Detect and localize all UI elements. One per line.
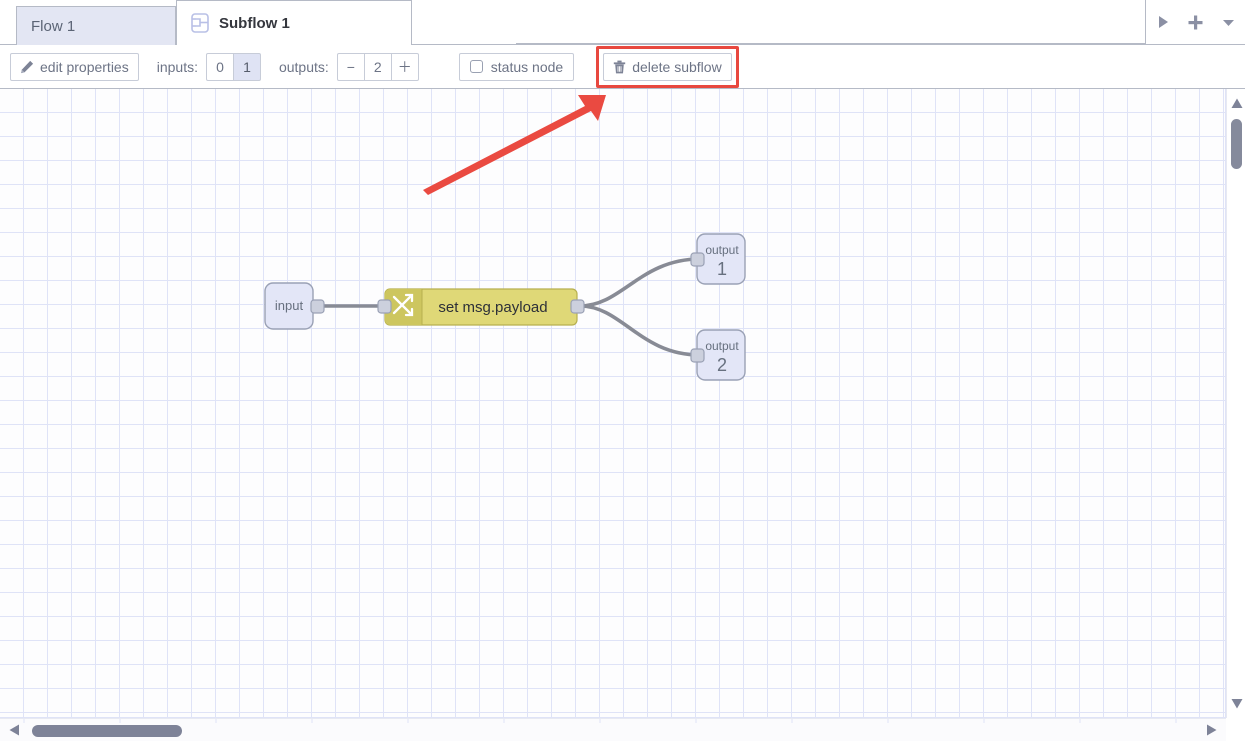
port-input-out[interactable]: [310, 299, 325, 314]
horizontal-scroll-thumb[interactable]: [32, 725, 182, 737]
tab-subflow-1-label: Subflow 1: [219, 14, 290, 32]
add-tab-icon[interactable]: [1183, 9, 1209, 35]
scroll-right-arrow-icon[interactable]: [1206, 724, 1217, 736]
annotation-arrow-icon: [423, 95, 606, 195]
tab-subflow-1[interactable]: Subflow 1: [176, 0, 412, 45]
play-icon[interactable]: [1150, 9, 1176, 35]
node-subflow-output-2[interactable]: output 2: [690, 329, 746, 381]
tab-flow-1[interactable]: Flow 1: [16, 6, 176, 45]
status-node-label: status node: [490, 58, 564, 75]
scrollbar-corner: [1226, 718, 1245, 741]
inputs-label: inputs:: [156, 58, 198, 75]
tab-bar: Flow 1 Subflow 1: [0, 0, 1245, 45]
outputs-label: outputs:: [278, 58, 329, 75]
port-output-1-in[interactable]: [690, 252, 705, 267]
inputs-selector: 0 1: [205, 52, 261, 81]
horizontal-scrollbar[interactable]: [0, 718, 1226, 741]
tab-list: Flow 1 Subflow 1: [0, 0, 412, 45]
node-subflow-output-1[interactable]: output 1: [690, 233, 746, 285]
scroll-up-arrow-icon[interactable]: [1231, 98, 1243, 109]
edit-properties-label: edit properties: [40, 58, 129, 75]
node-output-1-label: output: [705, 243, 739, 257]
vertical-scrollbar[interactable]: [1226, 89, 1245, 718]
wire-change-to-output1[interactable]: [578, 257, 702, 308]
checkbox-icon: [469, 60, 483, 73]
scrollbar-ticks: [23, 719, 1177, 723]
vertical-scroll-thumb[interactable]: [1231, 119, 1242, 169]
tab-menu-icon[interactable]: [1216, 9, 1242, 35]
flow-canvas[interactable]: input set msg.payload: [0, 89, 1226, 718]
node-output-1-number: 1: [717, 259, 727, 279]
inputs-option-0[interactable]: 0: [205, 52, 234, 81]
edit-properties-button[interactable]: edit properties: [10, 52, 139, 81]
scroll-left-arrow-icon[interactable]: [9, 724, 20, 736]
tab-flow-1-label: Flow 1: [31, 17, 76, 35]
wire-group: [318, 257, 702, 357]
change-node-icon: [392, 293, 414, 317]
delete-subflow-label: delete subflow: [632, 58, 722, 75]
scroll-down-arrow-icon[interactable]: [1231, 698, 1243, 709]
port-change-in[interactable]: [377, 299, 392, 314]
delete-subflow-button[interactable]: delete subflow: [603, 52, 732, 81]
node-output-2-label: output: [705, 339, 739, 353]
outputs-value: 2: [363, 52, 392, 81]
inputs-option-1[interactable]: 1: [232, 52, 261, 81]
outputs-decrement-button[interactable]: −: [336, 52, 365, 81]
pencil-icon: [21, 60, 34, 73]
outputs-increment-button[interactable]: ＋: [390, 52, 419, 81]
wire-change-to-output2[interactable]: [578, 304, 702, 357]
node-change[interactable]: set msg.payload: [377, 288, 585, 326]
tab-bar-actions: [1145, 0, 1245, 44]
tab-bar-filler: [516, 0, 1145, 44]
subflow-icon: [191, 13, 209, 33]
status-node-checkbox[interactable]: status node: [458, 52, 575, 81]
subflow-toolbar: edit properties inputs: 0 1 outputs: − 2…: [0, 45, 1245, 89]
port-change-out[interactable]: [570, 299, 585, 314]
node-change-label: set msg.payload: [438, 299, 547, 316]
node-subflow-input[interactable]: input: [264, 282, 325, 330]
port-output-2-in[interactable]: [690, 348, 705, 363]
delete-subflow-highlight: delete subflow: [596, 45, 739, 88]
outputs-stepper: − 2 ＋: [336, 52, 419, 81]
node-input-label: input: [275, 298, 304, 313]
node-output-2-number: 2: [717, 355, 727, 375]
trash-icon: [613, 60, 626, 73]
